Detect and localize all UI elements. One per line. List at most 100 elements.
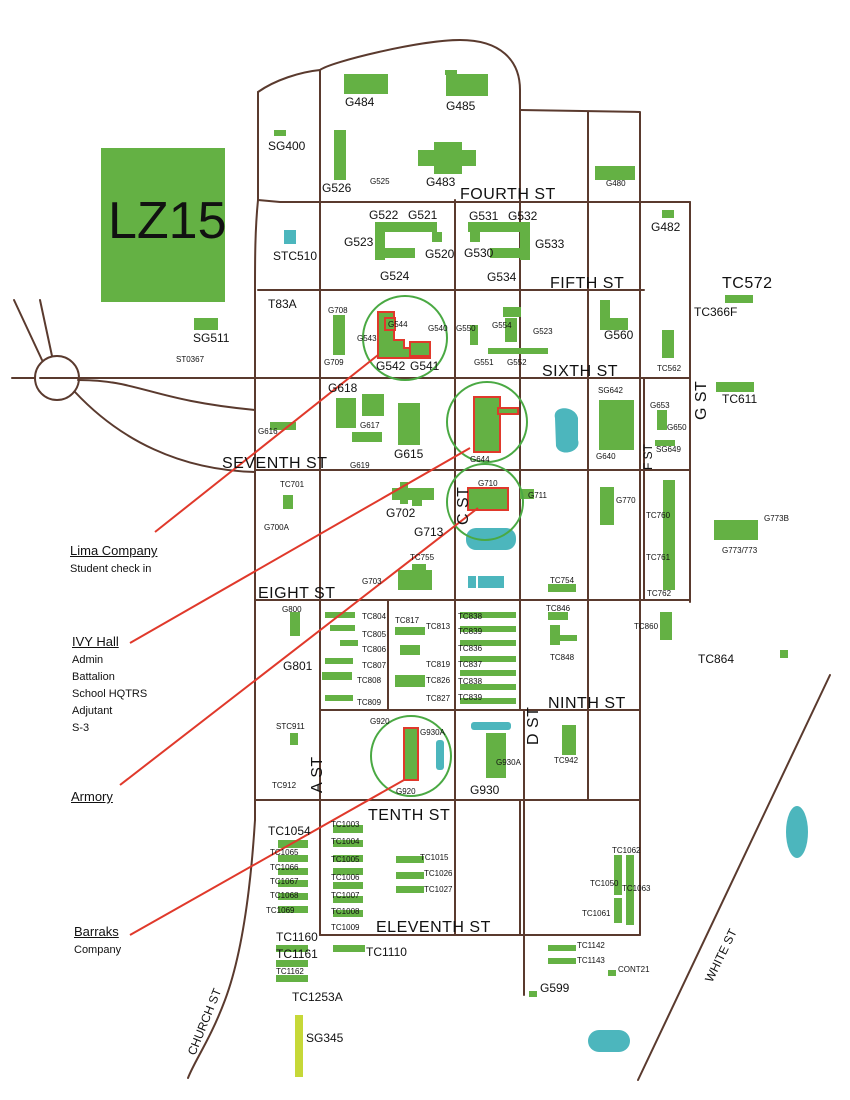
bldg-g532: G532 bbox=[508, 209, 538, 223]
road-network bbox=[11, 39, 831, 1081]
bldg-g618: G618 bbox=[328, 381, 358, 395]
bldg-tc1160: TC1160 bbox=[276, 930, 318, 944]
bldg-g550: G550 bbox=[456, 324, 476, 333]
street-eleventh: ELEVENTH ST bbox=[376, 919, 491, 936]
bldg-g773: G773/773 bbox=[722, 546, 758, 555]
bldg-tc1069: TC1069 bbox=[266, 906, 295, 915]
bldg-g523b: G523 bbox=[533, 327, 553, 336]
bldg-sg642: SG642 bbox=[598, 386, 623, 395]
bldg-tc807: TC807 bbox=[362, 661, 387, 670]
bldg-g542: G542 bbox=[376, 359, 406, 373]
building-labels: G484 G485 SG400 G526 G525 G483 G480 G482… bbox=[176, 95, 789, 1045]
bldg-tc1050: TC1050 bbox=[590, 879, 619, 888]
bldg-tc1068: TC1068 bbox=[270, 891, 299, 900]
bldg-g800: G800 bbox=[282, 605, 302, 614]
bldg-tc813: TC813 bbox=[426, 622, 451, 631]
bldg-tc754: TC754 bbox=[550, 576, 575, 585]
bldg-tc836: TC836 bbox=[458, 644, 483, 653]
street-ninth: NINTH ST bbox=[548, 695, 626, 712]
bldg-tc611: TC611 bbox=[722, 392, 757, 406]
bldg-g709: G709 bbox=[324, 358, 344, 367]
bldg-tc366f: TC366F bbox=[694, 305, 737, 319]
bldg-sg345: SG345 bbox=[306, 1031, 344, 1045]
bldg-cont21: CONT21 bbox=[618, 965, 650, 974]
bldg-tc1004: TC1004 bbox=[331, 837, 360, 846]
street-d: D ST bbox=[525, 707, 542, 745]
callout-barracks: Barraks Company bbox=[74, 924, 121, 959]
landing-zone-lz15 bbox=[101, 148, 225, 302]
bldg-g523: G523 bbox=[344, 235, 374, 249]
callout-ivy-hall: IVY Hall Admin Battalion School HQTRS Ad… bbox=[72, 634, 147, 737]
bldg-g522: G522 bbox=[369, 208, 399, 222]
street-fourth: FOURTH ST bbox=[460, 186, 556, 203]
bldg-tc1063: TC1063 bbox=[622, 884, 651, 893]
bldg-tc1143: TC1143 bbox=[577, 956, 605, 965]
bldg-tc761: TC761 bbox=[646, 553, 671, 562]
street-g: G ST bbox=[693, 381, 710, 420]
bldg-g524: G524 bbox=[380, 269, 410, 283]
bldg-g617: G617 bbox=[360, 421, 380, 430]
bldg-g640: G640 bbox=[596, 452, 616, 461]
bldg-tc1162: TC1162 bbox=[276, 967, 304, 976]
bldg-tc1054: TC1054 bbox=[268, 824, 311, 838]
bldg-g534: G534 bbox=[487, 270, 517, 284]
bldg-tc1008: TC1008 bbox=[331, 907, 360, 916]
bldg-g482: G482 bbox=[651, 220, 681, 234]
bldg-g702: G702 bbox=[386, 506, 416, 520]
bldg-tc1006: TC1006 bbox=[331, 873, 360, 882]
bldg-tc827: TC827 bbox=[426, 694, 451, 703]
bldg-tc755: TC755 bbox=[410, 553, 435, 562]
bldg-tc805: TC805 bbox=[362, 630, 387, 639]
bldg-tc848: TC848 bbox=[550, 653, 575, 662]
bldg-tc819: TC819 bbox=[426, 660, 451, 669]
street-tenth: TENTH ST bbox=[368, 807, 450, 824]
bldg-g480: G480 bbox=[606, 179, 626, 188]
bldg-tc701: TC701 bbox=[280, 480, 305, 489]
callout-line: S-3 bbox=[72, 722, 90, 734]
bldg-tc760: TC760 bbox=[646, 511, 671, 520]
buildings bbox=[194, 70, 788, 1077]
bldg-g710: G710 bbox=[478, 479, 498, 488]
bldg-tc864: TC864 bbox=[698, 652, 734, 666]
bldg-g483: G483 bbox=[426, 175, 456, 189]
highlight-rings bbox=[362, 295, 528, 797]
bldg-tc1005: TC1005 bbox=[331, 855, 360, 864]
bldg-g520: G520 bbox=[425, 247, 455, 261]
bldg-tc1142: TC1142 bbox=[577, 941, 605, 950]
bldg-tc1065: TC1065 bbox=[270, 848, 299, 857]
bldg-tc1015: TC1015 bbox=[420, 853, 449, 862]
bldg-g599: G599 bbox=[540, 981, 570, 995]
bldg-tc838b: TC838 bbox=[458, 677, 483, 686]
bldg-g531: G531 bbox=[469, 209, 499, 223]
bldg-g930: G930 bbox=[470, 783, 500, 797]
bldg-g484: G484 bbox=[345, 95, 375, 109]
callout-armory: Armory bbox=[71, 789, 113, 807]
bldg-tc804: TC804 bbox=[362, 612, 387, 621]
bldg-g644: G644 bbox=[470, 455, 490, 464]
callout-title: Barraks bbox=[74, 924, 119, 939]
bldg-tc1026: TC1026 bbox=[424, 869, 453, 878]
bldg-g770: G770 bbox=[616, 496, 636, 505]
bldg-g930a: G930A bbox=[420, 728, 446, 737]
bldg-tc1062: TC1062 bbox=[612, 846, 641, 855]
bldg-tc839: TC839 bbox=[458, 627, 483, 636]
bldg-g615: G615 bbox=[394, 447, 424, 461]
callout-line: Adjutant bbox=[72, 705, 113, 717]
bldg-g560: G560 bbox=[604, 328, 634, 342]
bldg-g541: G541 bbox=[410, 359, 440, 373]
bldg-tc1061: TC1061 bbox=[582, 909, 611, 918]
bldg-g773b: G773B bbox=[764, 514, 789, 523]
bldg-tc572: TC572 bbox=[722, 275, 773, 292]
bldg-tc1066: TC1066 bbox=[270, 863, 299, 872]
bldg-tc1007: TC1007 bbox=[331, 891, 360, 900]
bldg-g650: G650 bbox=[667, 423, 687, 432]
bldg-tc1253a: TC1253A bbox=[292, 990, 343, 1004]
bldg-g540: G540 bbox=[428, 324, 448, 333]
water-features bbox=[284, 230, 808, 1052]
bldg-tc762: TC762 bbox=[647, 589, 672, 598]
callout-line: Student check in bbox=[70, 563, 152, 575]
bldg-g521: G521 bbox=[408, 208, 438, 222]
bldg-tc838: TC838 bbox=[458, 612, 483, 621]
bldg-g930a-2: G930A bbox=[496, 758, 522, 767]
